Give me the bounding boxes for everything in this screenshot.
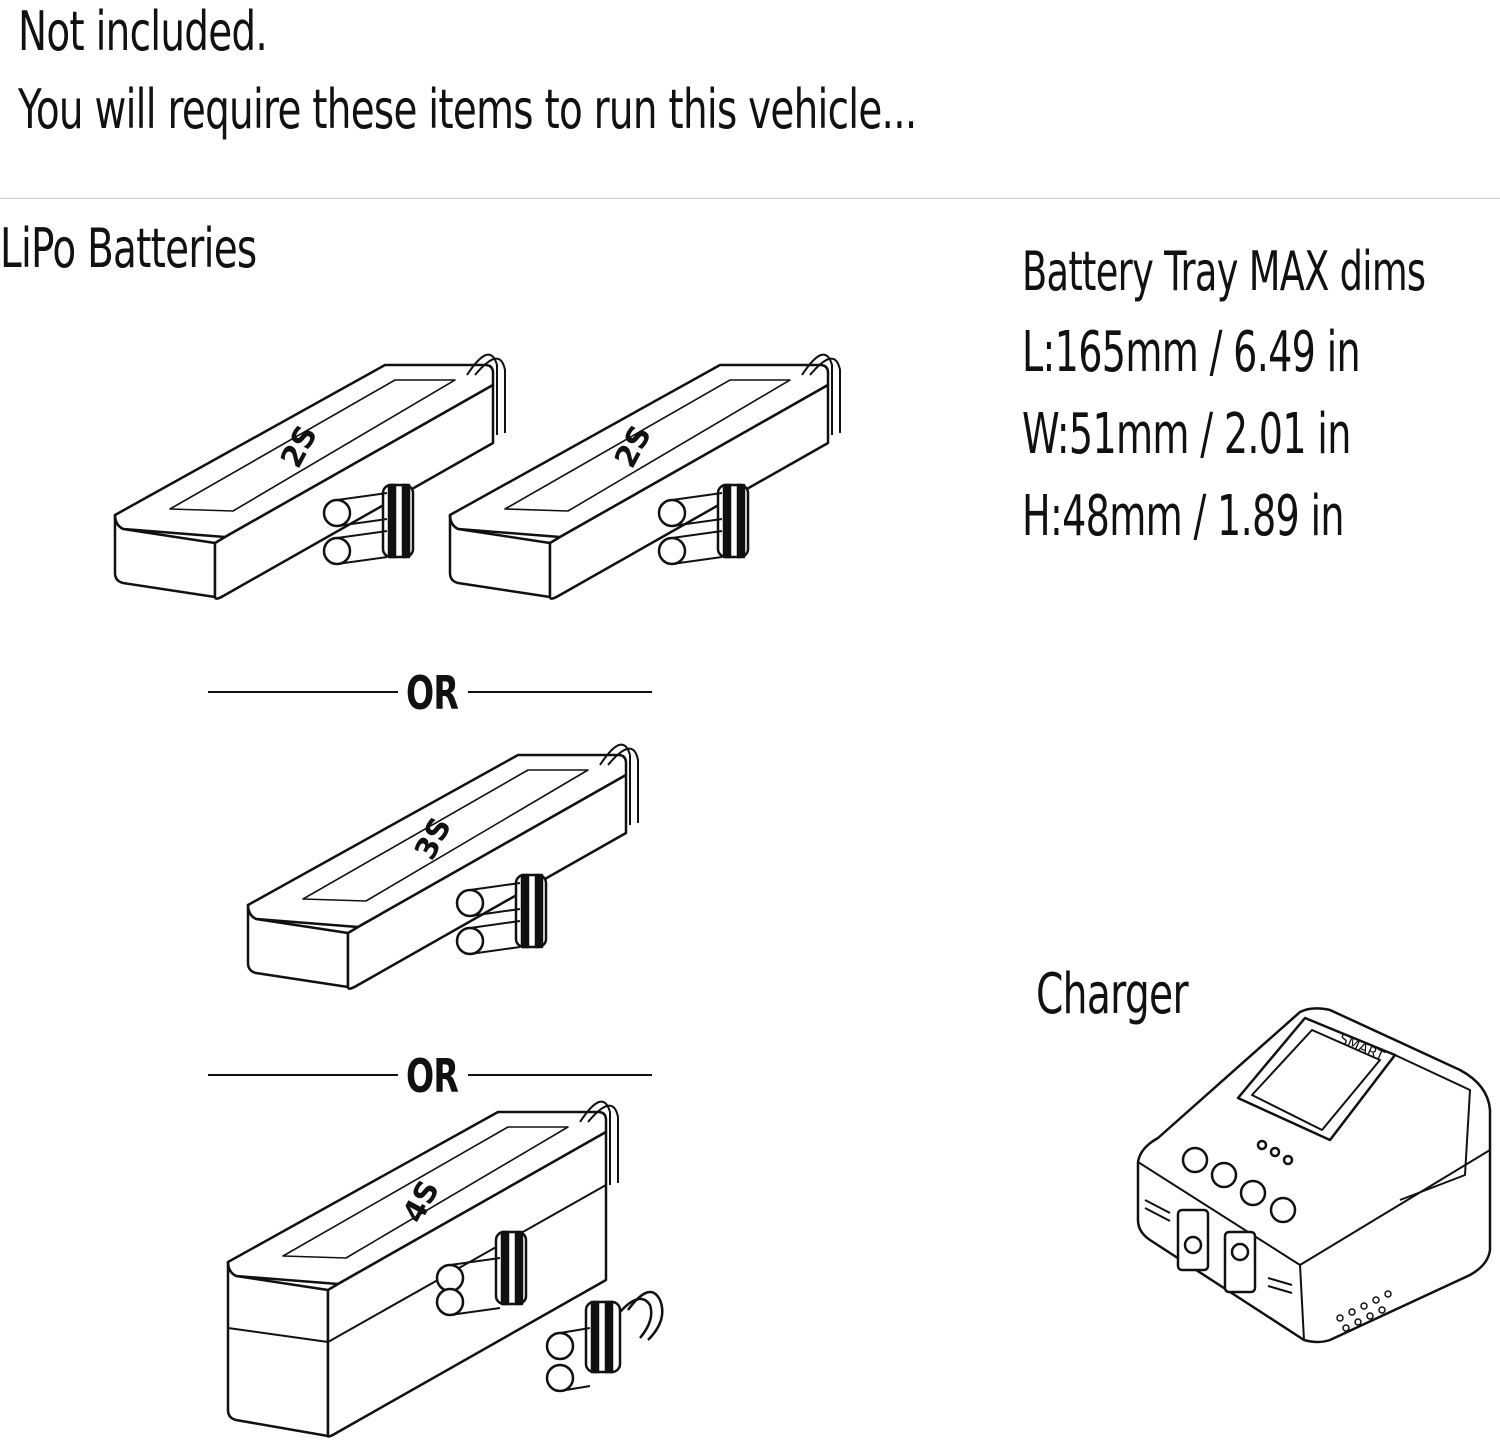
battery-4s	[226, 1100, 619, 1438]
charger-title: Charger	[1036, 962, 1189, 1027]
lipo-batteries-title: LiPo Batteries	[0, 217, 257, 280]
dim-height: H:48mm / 1.89 in	[1022, 484, 1345, 549]
or-rule-left-1	[208, 691, 398, 693]
charger-illustration	[1136, 1007, 1492, 1344]
or-rule-right-1	[468, 691, 652, 693]
battery-3s	[246, 743, 640, 990]
or-label-2: OR	[406, 1049, 459, 1103]
connector-plug	[545, 1290, 664, 1393]
battery-2s-right	[448, 353, 842, 600]
or-rule-right-2	[468, 1074, 652, 1076]
or-label-1: OR	[406, 666, 459, 720]
battery-tray-dims-title: Battery Tray MAX dims	[1022, 240, 1426, 303]
dim-width: W:51mm / 2.01 in	[1022, 402, 1351, 467]
or-rule-left-2	[208, 1074, 398, 1076]
section-divider	[0, 198, 1500, 199]
battery-2s-left	[113, 353, 507, 600]
header-line-2: You will require these items to run this…	[18, 78, 917, 141]
dim-length: L:165mm / 6.49 in	[1022, 320, 1361, 385]
header-line-1: Not included.	[18, 0, 268, 63]
